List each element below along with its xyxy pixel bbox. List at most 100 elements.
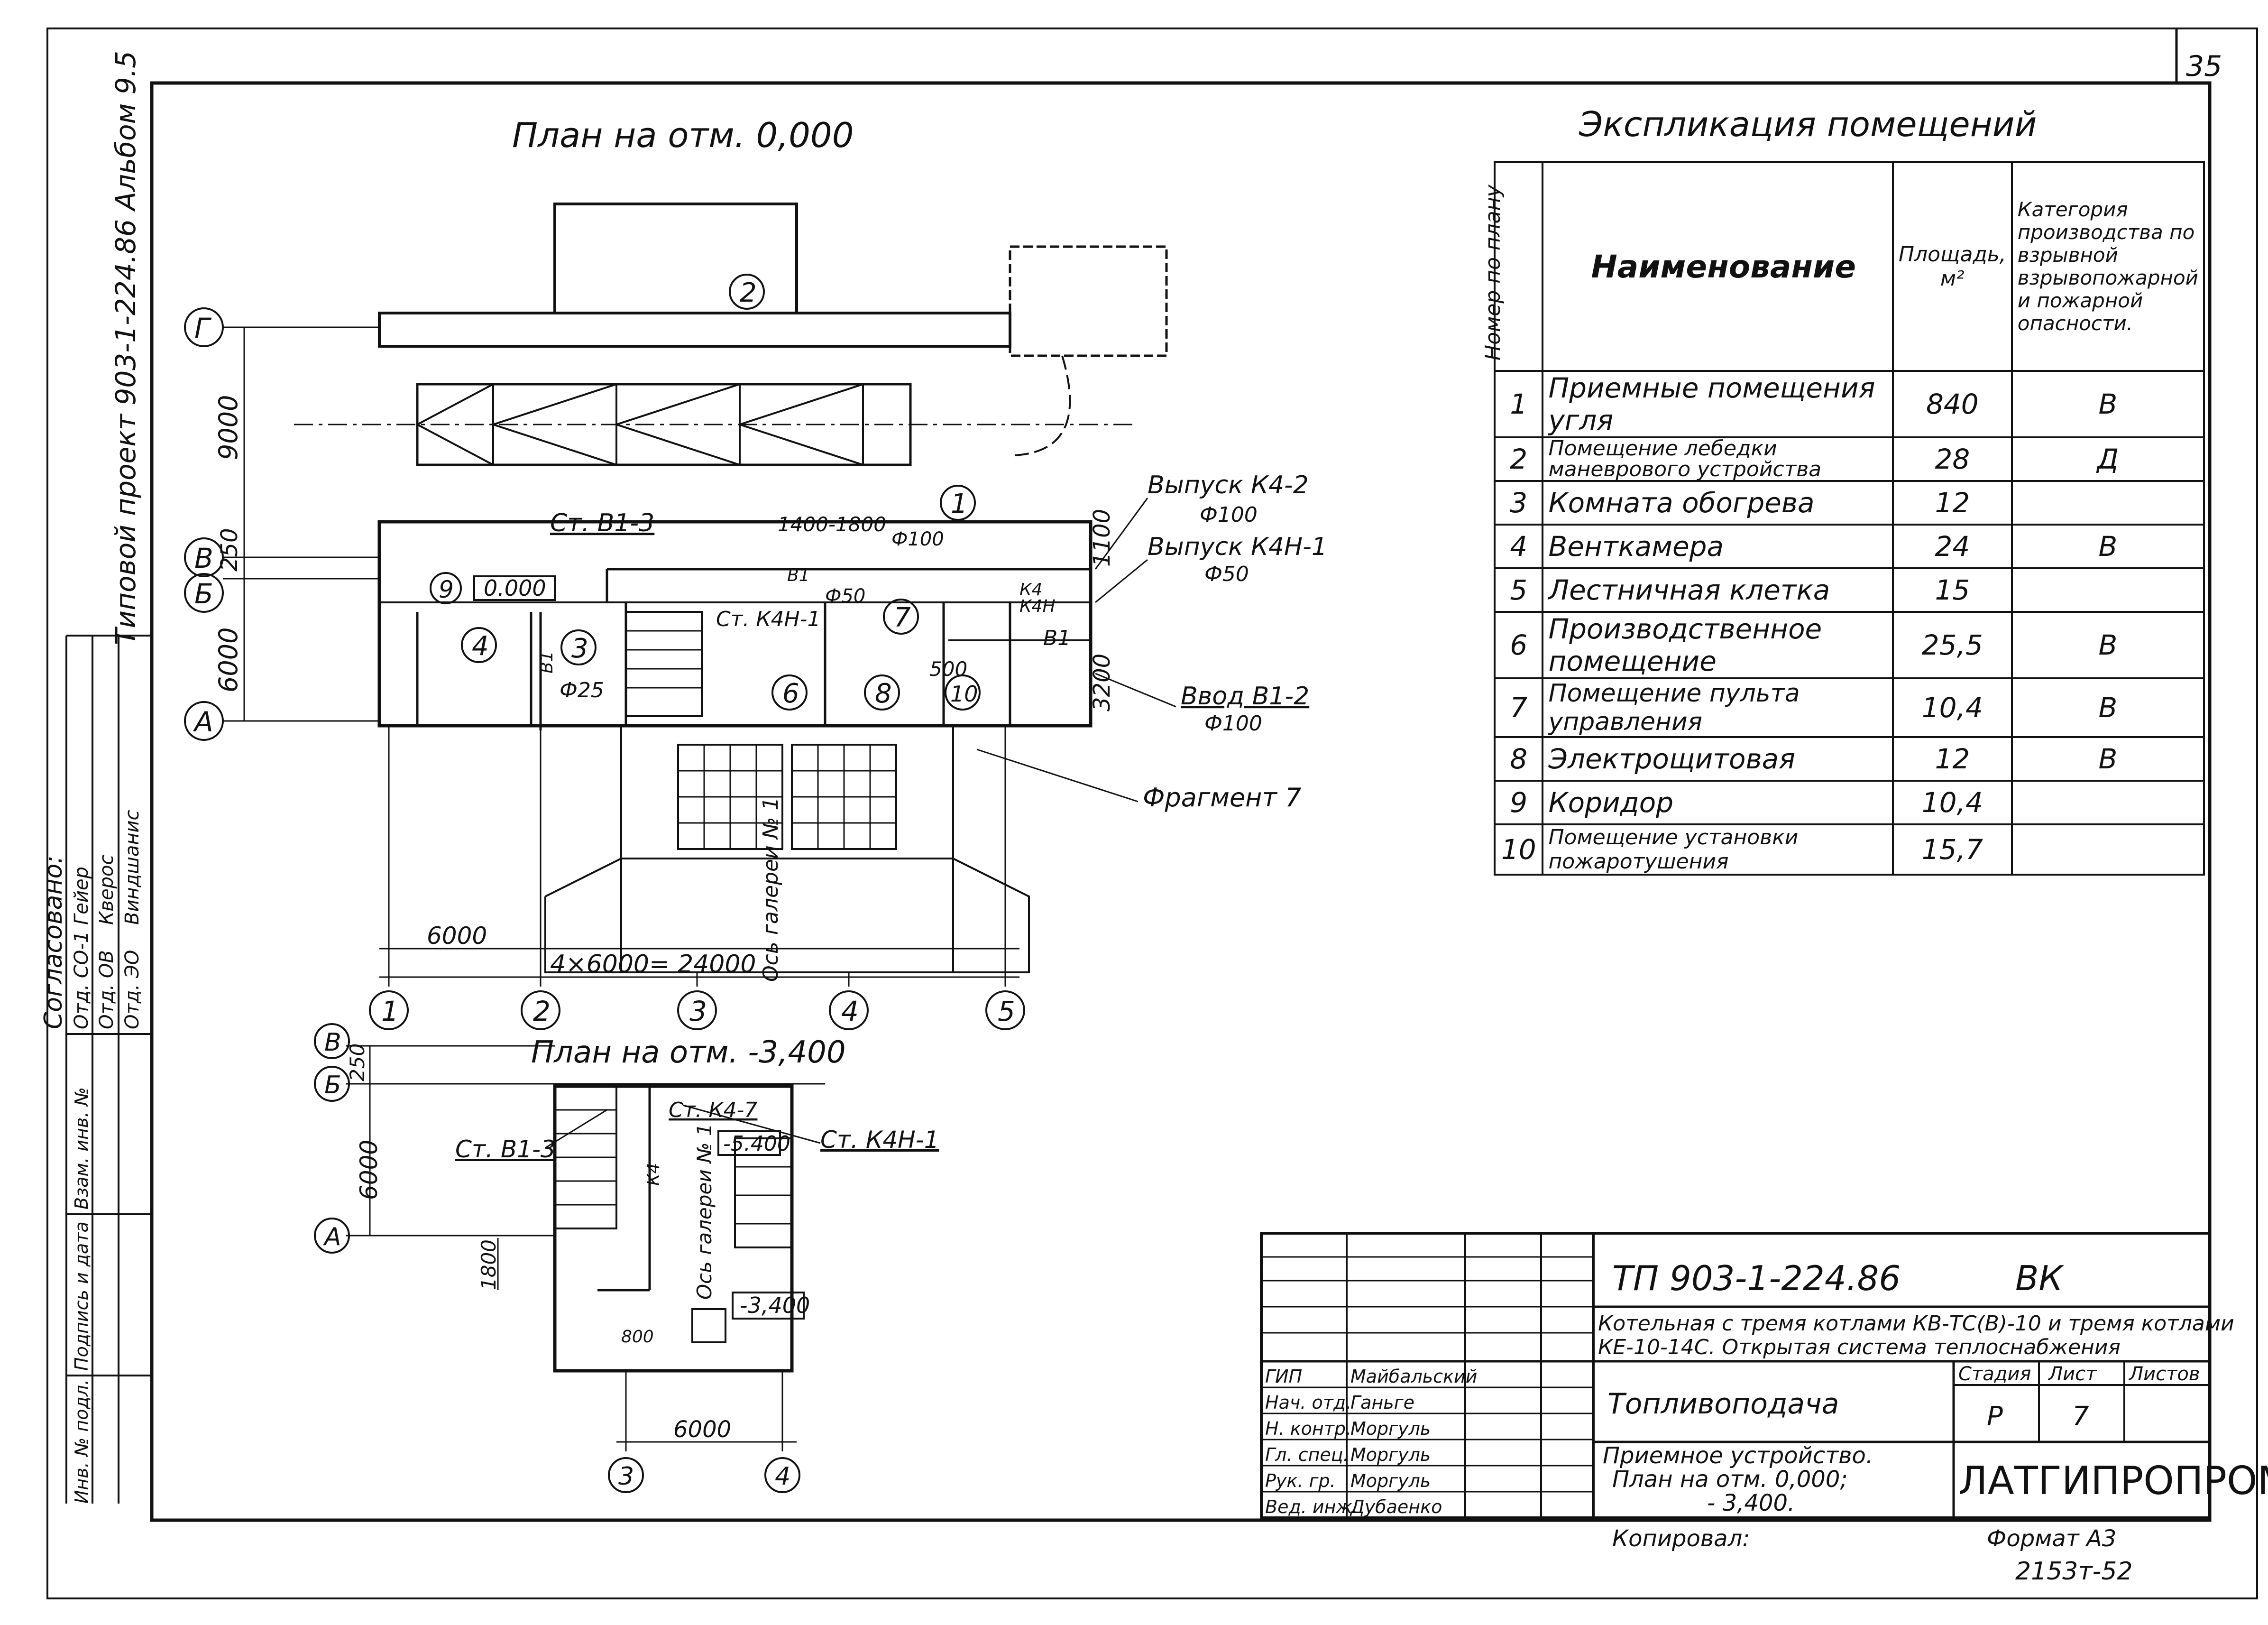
row-name: Электрощитовая <box>1542 736 1894 782</box>
axis-b-v: В <box>324 1028 341 1057</box>
row-name: Помещение лебедки маневрового устройства <box>1542 436 1894 482</box>
tb-drawing-1: Приемное устройство. <box>1603 1442 1873 1469</box>
header-num-text: Номер по плану <box>1481 185 1505 360</box>
tb-sheet: 7 <box>2072 1401 2089 1432</box>
axis-b: Б <box>194 578 213 610</box>
left-strip: Инв. № подл. Подпись и дата Взам. инв. №… <box>39 635 152 1504</box>
annex-outline <box>1009 245 1168 357</box>
agreed-name-3: Виндшанис <box>121 810 143 925</box>
level-5400: -5.400 <box>723 1132 790 1156</box>
label-b1-a: В1 <box>787 566 810 585</box>
row-area: 28 <box>1892 436 2013 482</box>
agreed-name-1: Гейер <box>71 867 92 925</box>
tb-code: ТП 903-1-224.86 <box>1612 1258 1901 1298</box>
agreed-dept-1: Отд. СО-1 <box>71 931 92 1029</box>
row-cat: В <box>2011 677 2205 738</box>
row-num: 7 <box>1493 677 1544 738</box>
row-area: 15,7 <box>1892 823 2013 876</box>
row-cat <box>2011 780 2205 825</box>
role-6: Вед. инж. <box>1265 1496 1358 1517</box>
row-area: 10,4 <box>1892 677 2013 738</box>
row-area: 25,5 <box>1892 611 2013 679</box>
axis-g: Г <box>194 312 212 344</box>
row-num: 4 <box>1493 524 1544 569</box>
tb-sheets-label: Листов <box>2128 1363 2200 1385</box>
row-cat: В <box>2011 370 2205 438</box>
room-2-outline <box>553 203 798 314</box>
tb-copied: Копировал: <box>1612 1525 1750 1552</box>
row-cat: В <box>2011 524 2205 569</box>
label-b-st-k4-7: Ст. К4-7 <box>669 1098 757 1122</box>
explication-row: 10 Помещение установки пожаротушения 15,… <box>1493 823 2205 876</box>
tb-stage-label: Стадия <box>1958 1363 2031 1385</box>
room-2: 2 <box>740 277 757 308</box>
role-5: Рук. гр. <box>1265 1470 1336 1491</box>
person-5: Моргуль <box>1350 1470 1431 1491</box>
strip-sign-label: Подпись и дата <box>71 1221 92 1371</box>
tb-project-1: Котельная с тремя котлами КВ-ТС(В)-10 и … <box>1598 1311 2234 1336</box>
explication-row: 3 Комната обогрева 12 <box>1493 480 2205 526</box>
room-6: 6 <box>782 678 799 709</box>
plan-top-title: План на отм. 0,000 <box>512 115 854 155</box>
inner-frame <box>150 81 2212 1522</box>
person-3: Моргуль <box>1350 1418 1431 1439</box>
role-3: Н. контр. <box>1265 1418 1351 1439</box>
axis-a: А <box>193 706 213 738</box>
person-6: Дубаенко <box>1350 1496 1442 1517</box>
dim-6000: 6000 <box>213 628 243 692</box>
header-area: Площадь, м² <box>1892 161 2013 372</box>
explication-header-row: Номер по плану Наименование Площадь, м² … <box>1481 161 2205 372</box>
header-category: Категория производства по взрывной взрыв… <box>2011 161 2205 372</box>
label-b1-c: В1 <box>537 651 557 674</box>
dim-500: 500 <box>929 657 967 681</box>
plan-top: План на отм. 0,000 <box>184 115 1327 1030</box>
row-num: 6 <box>1493 611 1544 679</box>
row-area: 12 <box>1892 736 2013 782</box>
tb-org: ЛАТГИПРОПРОМ <box>1958 1459 2268 1504</box>
row-cat: Д <box>2011 436 2205 482</box>
plan-bottom-title: План на отм. -3,400 <box>531 1035 846 1070</box>
role-4: Гл. спец. <box>1265 1444 1349 1465</box>
room-8: 8 <box>875 678 892 709</box>
row-name: Приемные помещения угля <box>1542 370 1894 438</box>
label-vvod-b1-2: Ввод В1-2 <box>1181 682 1309 711</box>
axis-b-4: 4 <box>775 1462 790 1491</box>
row-cat: В <box>2011 736 2205 782</box>
sheet-number: 35 <box>2186 50 2222 83</box>
label-k4n: К4Н <box>1019 597 1056 616</box>
row-num: 2 <box>1493 436 1544 482</box>
dim-b-6000: 6000 <box>355 1140 383 1200</box>
explication-title: Экспликация помещений <box>1579 104 2037 144</box>
row-name: Лестничная клетка <box>1542 567 1894 613</box>
explication-row: 2 Помещение лебедки маневрового устройст… <box>1493 436 2205 482</box>
axis-1: 1 <box>381 995 399 1027</box>
dim-250: 250 <box>216 528 243 572</box>
strip-replace-label: Взам. инв. № <box>71 1087 92 1210</box>
axis-b-b: Б <box>324 1071 341 1099</box>
agreed-dept-2: Отд. ОВ <box>96 950 118 1029</box>
person-2: Ганьге <box>1350 1392 1414 1413</box>
row-num: 10 <box>1493 823 1544 876</box>
row-num: 8 <box>1493 736 1544 782</box>
tb-mark: ВК <box>2015 1258 2064 1298</box>
row-name: Помещение установки пожаротушения <box>1542 823 1894 876</box>
dim-1400-1800: 1400-1800 <box>778 513 886 536</box>
row-num: 9 <box>1493 780 1544 825</box>
label-d100-pipe: Ф100 <box>891 528 944 550</box>
axis-v: В <box>194 542 213 574</box>
row-area: 840 <box>1892 370 2013 438</box>
label-b1-b: В1 <box>1043 626 1071 650</box>
tb-section: Топливоподача <box>1607 1387 1839 1421</box>
person-4: Моргуль <box>1350 1444 1431 1465</box>
explication-row: 9 Коридор 10,4 <box>1493 780 2205 825</box>
label-d50: Ф50 <box>1204 562 1249 586</box>
row-name: Комната обогрева <box>1542 480 1894 526</box>
explication-row: 1 Приемные помещения угля 840 В <box>1493 370 2205 438</box>
room-1: 1 <box>951 489 968 519</box>
tb-stage: Р <box>1987 1401 2003 1432</box>
header-num: Номер по плану <box>1481 161 1544 372</box>
dim-1100: 1100 <box>1089 509 1115 567</box>
row-cat <box>2011 823 2205 876</box>
row-num: 1 <box>1493 370 1544 438</box>
